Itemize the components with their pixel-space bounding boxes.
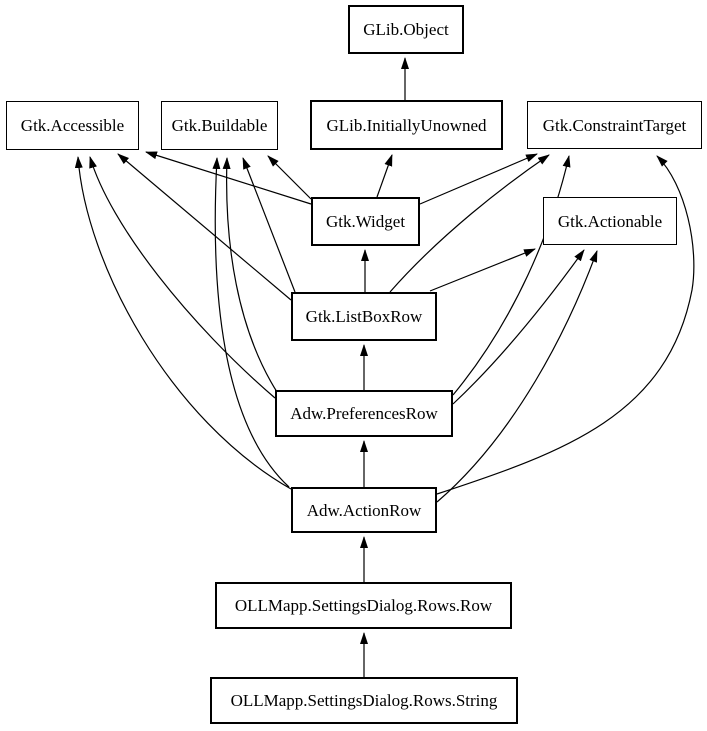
edge-adw-preferencesrow-to-gtk-actionable xyxy=(452,249,585,405)
edge-adw-actionrow-to-gtk-constrainttarget xyxy=(436,155,695,495)
edge-gtk-widget-to-gtk-accessible xyxy=(145,151,312,205)
edge-gtk-widget-to-gtk-buildable xyxy=(267,155,312,200)
node-adw-actionrow[interactable]: Adw.ActionRow xyxy=(291,487,437,533)
node-glib-object[interactable]: GLib.Object xyxy=(348,5,464,54)
node-gtk-actionable[interactable]: Gtk.Actionable xyxy=(543,197,677,245)
node-adw-preferencesrow[interactable]: Adw.PreferencesRow xyxy=(275,390,453,437)
edge-adw-preferencesrow-to-gtk-buildable xyxy=(222,157,278,393)
node-gtk-accessible[interactable]: Gtk.Accessible xyxy=(6,101,139,150)
edge-gtk-widget-to-glib-initiallyunowned xyxy=(376,154,393,198)
edge-adw-preferencesrow-to-gtk-constrainttarget xyxy=(452,155,571,396)
node-ollmapp-settingsdialog-rows-row[interactable]: OLLMapp.SettingsDialog.Rows.Row xyxy=(215,582,512,629)
edge-adw-preferencesrow-to-gtk-accessible xyxy=(89,156,276,399)
node-gtk-listboxrow[interactable]: Gtk.ListBoxRow xyxy=(291,292,437,341)
edge-gtk-listboxrow-to-gtk-accessible xyxy=(117,153,292,301)
edge-gtk-listboxrow-to-gtk-constrainttarget xyxy=(389,154,550,293)
edge-adw-actionrow-to-gtk-buildable xyxy=(212,157,290,488)
edge-gtk-widget-to-gtk-constrainttarget xyxy=(419,153,538,205)
edge-gtk-listboxrow-to-gtk-buildable xyxy=(242,157,296,293)
node-gtk-widget[interactable]: Gtk.Widget xyxy=(311,197,420,246)
node-gtk-buildable[interactable]: Gtk.Buildable xyxy=(161,101,278,150)
edge-adw-actionrow-to-gtk-accessible xyxy=(74,156,292,490)
node-glib-initiallyunowned[interactable]: GLib.InitiallyUnowned xyxy=(310,100,503,150)
edge-adw-actionrow-to-gtk-actionable xyxy=(436,250,598,503)
edge-gtk-listboxrow-to-gtk-actionable xyxy=(429,248,536,292)
node-gtk-constrainttarget[interactable]: Gtk.ConstraintTarget xyxy=(527,101,702,149)
node-ollmapp-settingsdialog-rows-string[interactable]: OLLMapp.SettingsDialog.Rows.String xyxy=(210,677,518,724)
